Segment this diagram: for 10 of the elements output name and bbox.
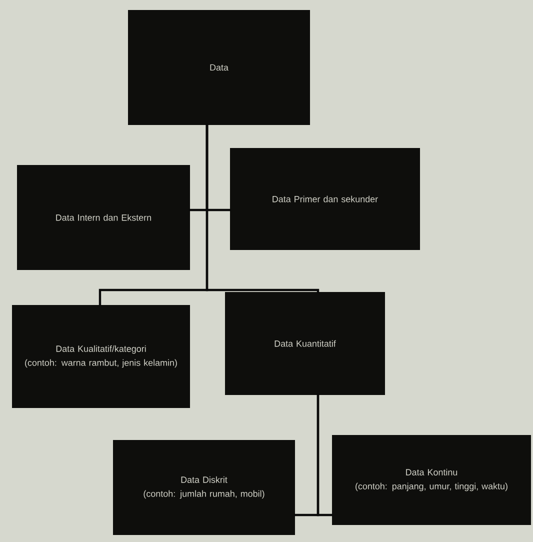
connector-line — [316, 394, 334, 516]
text-box: Data Intern dan Ekstern — [17, 165, 190, 270]
text-box: Data Primer dan sekunder — [230, 148, 420, 250]
text-box: Data — [128, 10, 310, 125]
text-box: Data Kontinu (contoh: panjang, umur, tinggi, waktu) — [332, 435, 531, 525]
node-label: Data Kuantitatif — [274, 340, 336, 347]
text-box: Data Kualitatif/kategori (contoh: warna rambut, jenis kelamin) — [12, 305, 190, 408]
text-box: Data Kuantitatif — [225, 292, 385, 395]
text-box: Data Diskrit (contoh: jumlah rumah, mobil) — [113, 440, 295, 535]
connector-line — [206, 124, 320, 294]
